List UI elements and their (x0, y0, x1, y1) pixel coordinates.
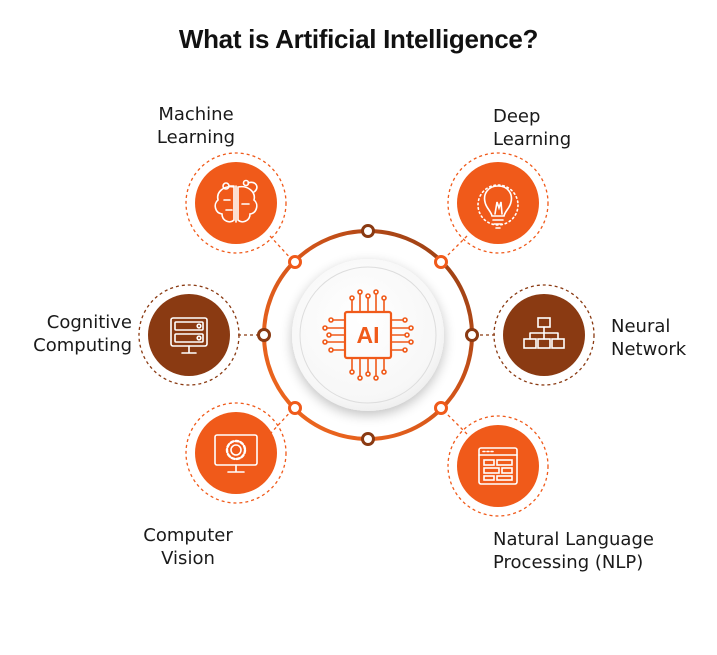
ring-node-bottom (361, 432, 375, 446)
label-nlp-line2: Processing (NLP) (493, 552, 644, 573)
label-computer-vision-line1: Computer (143, 525, 233, 546)
label-machine-learning-line2: Learning (156, 127, 236, 148)
ring-node-top-right (434, 255, 448, 269)
topic-dashed-rings (138, 152, 595, 517)
monitor-gear-icon (214, 434, 258, 473)
label-neural-network: Neural Network (611, 315, 711, 361)
label-cognitive-computing-line1: Cognitive (46, 312, 132, 333)
computer-vision-node (195, 412, 277, 494)
ring-nodes (257, 224, 479, 446)
lightbulb-icon (477, 184, 519, 229)
center-hub (292, 259, 444, 411)
label-deep-learning: Deep Learning (493, 105, 613, 151)
label-computer-vision-line2: Vision (161, 548, 215, 569)
ring-node-top (361, 224, 375, 238)
machine-learning-node (195, 162, 277, 244)
hierarchy-network-icon (523, 317, 565, 349)
label-nlp-line1: Natural Language (493, 529, 654, 550)
label-neural-network-line2: Network (611, 339, 687, 360)
ai-label: AI (357, 322, 380, 348)
page-title: What is Artificial Intelligence? (178, 24, 539, 54)
label-deep-learning-line1: Deep (493, 106, 541, 127)
ring-node-bottom-right (434, 401, 448, 415)
label-cognitive-computing-line2: Computing (33, 335, 132, 356)
label-machine-learning-line1: Machine (158, 104, 234, 125)
deep-learning-node (457, 162, 539, 244)
neural-network-node (503, 294, 585, 376)
text-window-icon (478, 447, 518, 485)
cognitive-computing-node (148, 294, 230, 376)
nlp-node (457, 425, 539, 507)
ring-node-bottom-left (288, 401, 302, 415)
label-cognitive-computing: Cognitive Computing (10, 311, 132, 357)
label-machine-learning: Machine Learning (136, 103, 256, 149)
label-nlp: Natural Language Processing (NLP) (493, 528, 703, 574)
label-deep-learning-line2: Learning (493, 129, 572, 150)
label-computer-vision: Computer Vision (128, 524, 248, 570)
label-neural-network-line1: Neural (611, 316, 671, 337)
ring-node-left (257, 328, 271, 342)
ring-node-top-left (288, 255, 302, 269)
brain-circuit-icon (214, 179, 258, 223)
ai-chip-icon (322, 289, 414, 381)
server-monitor-icon (170, 317, 208, 354)
ring-node-right (465, 328, 479, 342)
